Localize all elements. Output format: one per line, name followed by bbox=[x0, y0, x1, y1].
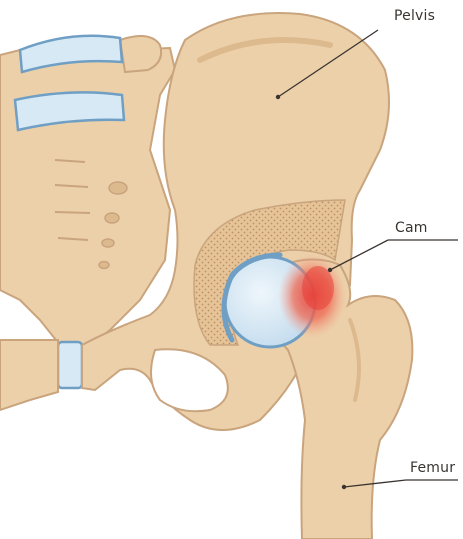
pelvis-label: Pelvis bbox=[394, 8, 435, 24]
pubic-symphysis bbox=[58, 342, 82, 388]
opposite-pubic-bone bbox=[0, 340, 58, 410]
femur-label: Femur bbox=[410, 460, 455, 476]
cam-leader-dot bbox=[328, 268, 332, 272]
sacrum bbox=[0, 36, 175, 345]
cam-label: Cam bbox=[395, 220, 428, 236]
pelvis-leader-dot bbox=[276, 95, 280, 99]
femur-leader-dot bbox=[342, 485, 346, 489]
